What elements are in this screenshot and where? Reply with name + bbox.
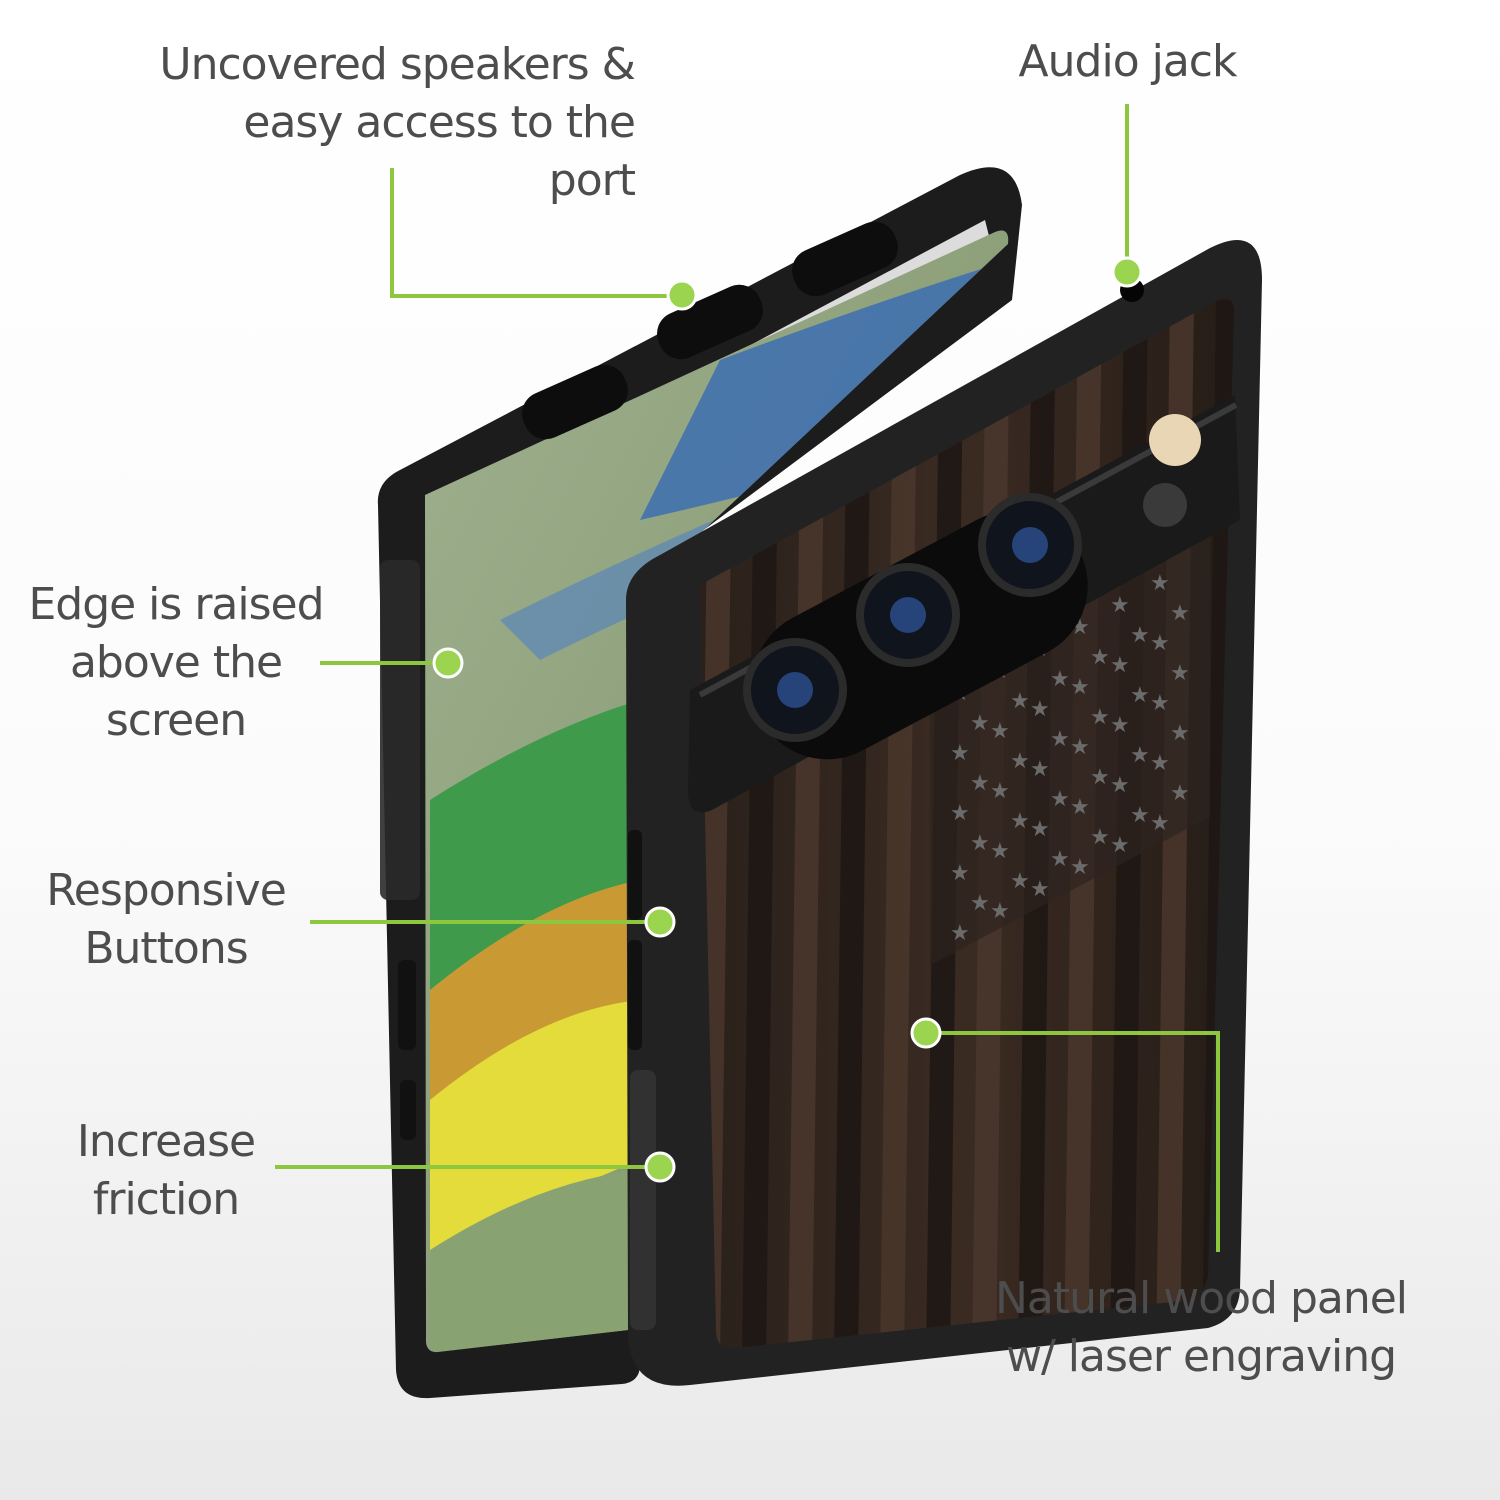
flag-star-icon: ★ — [1150, 571, 1170, 596]
label-buttons-line2: Buttons — [84, 923, 248, 974]
back-side-button-2 — [628, 940, 642, 1050]
flag-star-icon: ★ — [1050, 847, 1070, 872]
flag-star-icon: ★ — [1030, 757, 1050, 782]
flag-star-icon: ★ — [950, 801, 970, 826]
flag-star-icon: ★ — [1110, 653, 1130, 678]
flag-star-icon: ★ — [1110, 773, 1130, 798]
callout-buttons — [310, 906, 676, 938]
callout-dot-speakers — [666, 279, 698, 311]
flag-star-icon: ★ — [1090, 825, 1110, 850]
wood-stripe — [788, 300, 826, 1349]
flag-star-icon: ★ — [1010, 749, 1030, 774]
callout-dot-audio-jack — [1111, 256, 1143, 288]
label-raised-edge: Edge is raised above the screen — [20, 576, 332, 750]
wood-stripe — [742, 300, 780, 1349]
label-audio-jack: Audio jack — [1000, 33, 1255, 91]
side-grip-texture — [380, 560, 420, 900]
label-speakers: Uncovered speakers & easy access to the … — [150, 36, 636, 210]
flag-star-icon: ★ — [1070, 855, 1090, 880]
flag-star-icon: ★ — [1010, 809, 1030, 834]
callout-dot-buttons — [644, 906, 676, 938]
back-grip-texture — [630, 1070, 656, 1330]
label-wood-panel-line2: w/ laser engraving — [1005, 1331, 1397, 1382]
flag-star-icon: ★ — [1150, 751, 1170, 776]
label-speakers-line2: easy access to the port — [243, 97, 636, 206]
flag-star-icon: ★ — [1050, 787, 1070, 812]
flag-star-icon: ★ — [1170, 721, 1190, 746]
flag-star-icon: ★ — [1130, 743, 1150, 768]
callout-speakers — [390, 168, 698, 311]
flag-star-icon: ★ — [1010, 689, 1030, 714]
label-friction-line2: friction — [92, 1174, 240, 1225]
flag-star-icon: ★ — [1010, 869, 1030, 894]
flag-star-icon: ★ — [990, 779, 1010, 804]
port-cutout-1 — [522, 364, 628, 440]
flag-star-icon: ★ — [1150, 811, 1170, 836]
label-friction: Increase friction — [40, 1113, 292, 1229]
label-raised-edge-line2: above the — [69, 637, 283, 688]
flag-star-icon: ★ — [1170, 781, 1190, 806]
flag-star-icon: ★ — [1130, 623, 1150, 648]
flag-star-icon: ★ — [970, 891, 990, 916]
flag-star-icon: ★ — [1110, 593, 1130, 618]
flag-star-icon: ★ — [1170, 601, 1190, 626]
label-speakers-line1: Uncovered speakers & — [159, 39, 636, 90]
label-raised-edge-line1: Edge is raised — [28, 579, 324, 630]
port-cutout-2 — [657, 284, 763, 360]
flag-star-icon: ★ — [1170, 661, 1190, 686]
back-side-button-1 — [628, 830, 642, 920]
label-buttons-line1: Responsive — [46, 865, 287, 916]
callout-dot-friction — [644, 1151, 676, 1183]
callout-dot-raised-edge — [432, 647, 464, 679]
callout-raised-edge — [320, 647, 464, 679]
label-wood-panel: Natural wood panel w/ laser engraving — [980, 1270, 1422, 1386]
flag-star-icon: ★ — [990, 899, 1010, 924]
flag-star-icon: ★ — [990, 719, 1010, 744]
flag-star-icon: ★ — [950, 861, 970, 886]
label-audio-jack-line1: Audio jack — [1018, 36, 1238, 87]
label-wood-panel-line1: Natural wood panel — [994, 1273, 1408, 1324]
camera-flash — [1149, 414, 1201, 466]
callout-dot-wood-panel — [910, 1017, 942, 1049]
flag-star-icon: ★ — [970, 771, 990, 796]
side-button-2 — [400, 1080, 416, 1140]
flag-star-icon: ★ — [1030, 877, 1050, 902]
flag-star-icon: ★ — [950, 741, 970, 766]
flag-star-icon: ★ — [950, 921, 970, 946]
label-friction-line1: Increase — [76, 1116, 256, 1167]
flag-star-icon: ★ — [1090, 645, 1110, 670]
wood-stripe — [834, 300, 872, 1349]
flag-star-icon: ★ — [1110, 833, 1130, 858]
flag-star-icon: ★ — [1150, 631, 1170, 656]
flag-star-icon: ★ — [1130, 683, 1150, 708]
flag-star-icon: ★ — [1130, 803, 1150, 828]
flag-star-icon: ★ — [1110, 713, 1130, 738]
flag-star-icon: ★ — [990, 839, 1010, 864]
flag-star-icon: ★ — [1090, 705, 1110, 730]
flag-star-icon: ★ — [1070, 795, 1090, 820]
label-raised-edge-line3: screen — [105, 695, 247, 746]
port-cutout-3 — [792, 221, 898, 297]
callout-friction — [275, 1151, 676, 1183]
flag-star-icon: ★ — [1070, 735, 1090, 760]
side-button-1 — [398, 960, 416, 1050]
flag-star-icon: ★ — [1070, 675, 1090, 700]
flag-star-icon: ★ — [970, 831, 990, 856]
flag-star-icon: ★ — [1030, 817, 1050, 842]
callout-audio-jack — [1111, 104, 1143, 288]
flag-star-icon: ★ — [1090, 765, 1110, 790]
flag-star-icon: ★ — [1050, 667, 1070, 692]
label-buttons: Responsive Buttons — [30, 862, 302, 978]
flag-star-icon: ★ — [1050, 727, 1070, 752]
camera-sensor — [1143, 483, 1187, 527]
callout-wood-panel — [910, 1017, 1220, 1252]
flag-star-icon: ★ — [970, 711, 990, 736]
flag-star-icon: ★ — [1150, 691, 1170, 716]
flag-star-icon: ★ — [1030, 697, 1050, 722]
